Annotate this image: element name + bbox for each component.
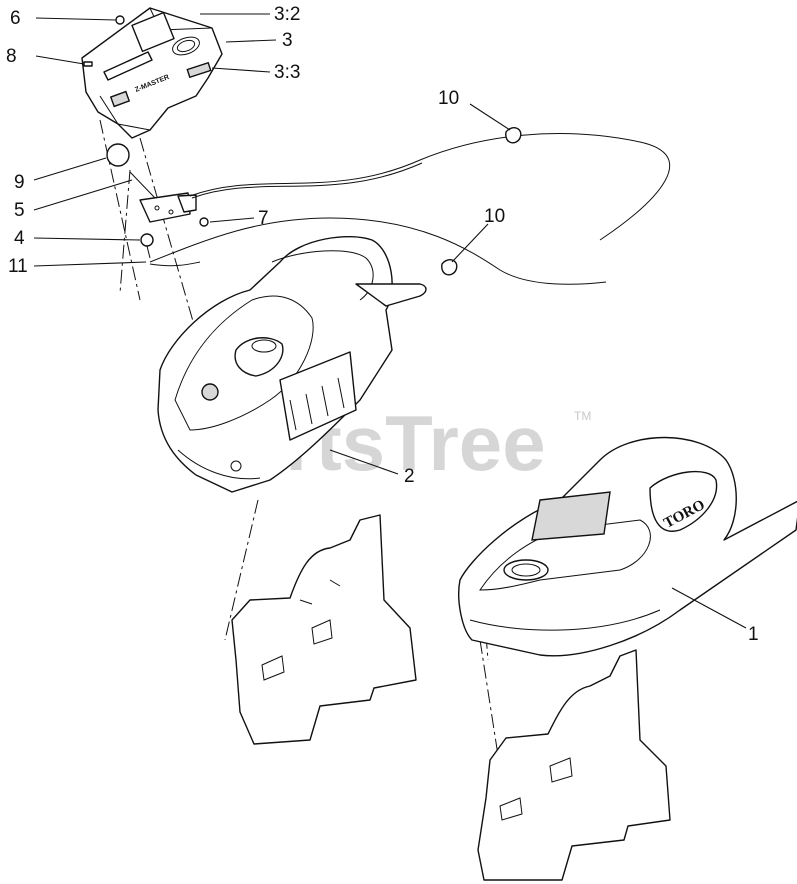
control-panel-part-3: Z-MASTER: [81, 7, 223, 139]
cable-clip-part-10-lower: [441, 259, 458, 276]
callout-9: 9: [14, 172, 25, 193]
callout-5: 5: [14, 200, 25, 221]
callout-10-upper: 10: [438, 88, 459, 109]
callout-11: 11: [8, 256, 28, 277]
console-tub-part-2: [157, 235, 427, 493]
callout-10-lower: 10: [484, 206, 505, 227]
callout-3-3: 3:3: [274, 62, 300, 83]
callout-7: 7: [258, 208, 269, 229]
splash-shield-right: [477, 649, 671, 881]
knob-part-6: [115, 15, 125, 25]
callout-3-2: 3:2: [274, 4, 300, 25]
callout-6: 6: [10, 8, 21, 29]
throttle-cables: [149, 133, 671, 285]
ball-knob-part-9: [106, 143, 130, 167]
callout-4: 4: [14, 228, 25, 249]
callout-1: 1: [748, 624, 759, 645]
nut-part-7: [199, 217, 209, 227]
throttle-control-part-5: [129, 171, 197, 223]
screw-part-8: [83, 61, 93, 67]
console-shroud-part-1: TORO: [458, 436, 797, 657]
leader-lines: [33, 13, 747, 629]
cable-clip-part-10-upper: [505, 127, 522, 144]
callout-8: 8: [6, 46, 17, 67]
splash-shield-left: [231, 514, 417, 745]
watermark-tm: TM: [574, 409, 591, 423]
pin-part-4: [140, 233, 154, 259]
callouts: 6 8 3:2 3 3:3 10 9 5 7 10 4 11 2 1: [6, 4, 759, 645]
callout-3: 3: [282, 30, 293, 51]
callout-2: 2: [404, 466, 415, 487]
